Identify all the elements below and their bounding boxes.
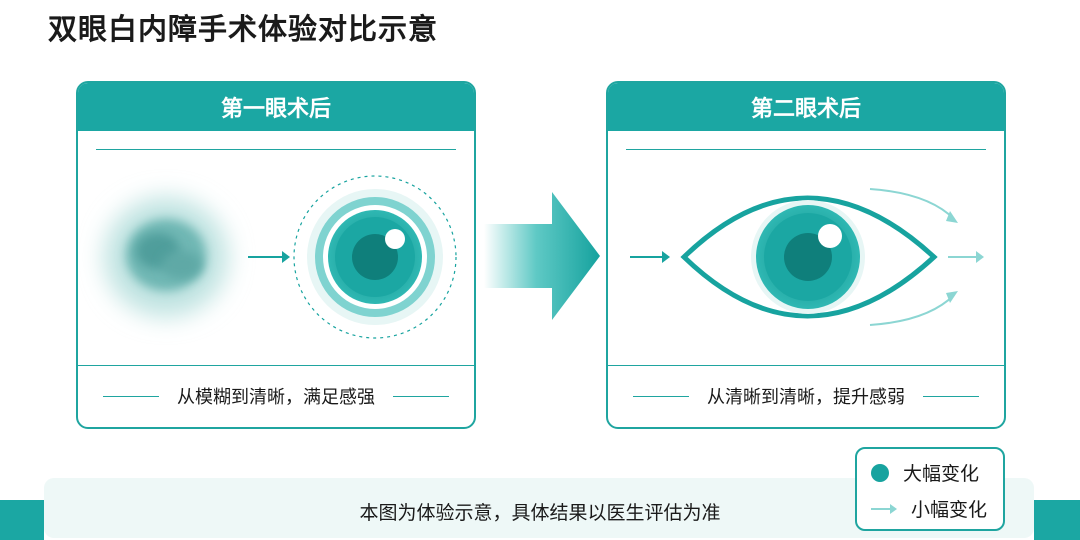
caption-dash	[923, 395, 979, 397]
caption-dash	[393, 395, 449, 397]
small-arrow-icon	[948, 251, 984, 263]
eye-icon	[680, 195, 938, 319]
divider	[96, 149, 456, 150]
legend-item-large-change: 大幅变化	[871, 459, 979, 486]
blurry-vision-icon	[104, 197, 228, 317]
caption-dash	[103, 395, 159, 397]
caption-dash	[633, 395, 689, 397]
second-eye-illustration	[630, 188, 984, 326]
divider	[608, 365, 1004, 366]
small-arrow-icon	[248, 251, 290, 263]
page-title: 双眼白内障手术体验对比示意	[48, 12, 439, 46]
panel-header: 第一眼术后	[78, 83, 474, 131]
caption-text: 从模糊到清晰，满足感强	[177, 387, 375, 408]
legend-label: 大幅变化	[903, 463, 980, 485]
divider	[626, 149, 986, 150]
legend-item-small-change: 小幅变化	[871, 495, 987, 522]
thin-arrow-icon	[871, 503, 897, 514]
panel-header: 第二眼术后	[608, 83, 1004, 131]
caption-text: 从清晰到清晰，提升感弱	[707, 387, 905, 408]
curved-arrow-icon	[869, 188, 958, 326]
panel-caption: 从清晰到清晰，提升感弱	[608, 381, 1004, 411]
first-eye-illustration	[104, 175, 457, 339]
legend: 大幅变化 小幅变化	[855, 447, 1005, 531]
legend-label: 小幅变化	[911, 499, 988, 521]
panel-second-eye: 第二眼术后	[606, 81, 1006, 429]
transition-arrow-icon	[484, 192, 600, 320]
divider	[78, 365, 474, 366]
filled-circle-icon	[871, 463, 889, 482]
panel-first-eye: 第一眼术后	[76, 81, 476, 429]
disclaimer-note: 本图为体验示意，具体结果以医生评估为准	[359, 502, 721, 524]
panel-caption: 从模糊到清晰，满足感强	[78, 381, 474, 411]
clear-eye-icon	[293, 175, 457, 339]
small-arrow-icon	[630, 251, 670, 263]
